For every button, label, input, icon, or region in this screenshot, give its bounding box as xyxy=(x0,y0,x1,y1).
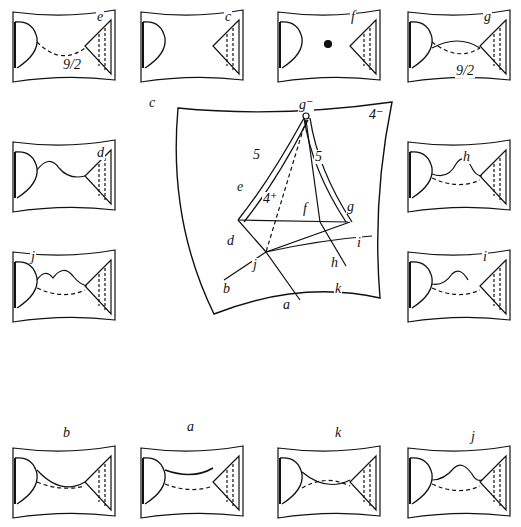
stratum-label: i xyxy=(356,236,362,250)
stratum-label: 9/2 xyxy=(62,58,82,72)
stratum-label: 4⁻ xyxy=(368,108,384,122)
stratum-label: b xyxy=(222,282,231,296)
stratum-label: 5 xyxy=(252,148,261,162)
stratum-label: e xyxy=(96,10,104,24)
stratum-label: k xyxy=(334,282,342,296)
stratum-label: j xyxy=(470,430,476,444)
stratum-label: d xyxy=(226,234,235,248)
stratum-label: g xyxy=(346,200,355,214)
stratum-label: f xyxy=(302,202,308,216)
stratum-label: e xyxy=(236,180,244,194)
stratum-label: 5 xyxy=(314,150,323,164)
stratum-label: f xyxy=(350,10,356,24)
stratum-label: a xyxy=(282,298,291,312)
stratum-label: j xyxy=(30,250,36,264)
stratum-label: c xyxy=(148,96,156,110)
stratum-label: k xyxy=(334,426,342,440)
stratum-label: a xyxy=(186,420,195,434)
stratum-label: 9/2 xyxy=(455,64,475,78)
stratum-label: h xyxy=(462,150,471,164)
stratum-label: 4⁺ xyxy=(262,192,278,206)
stratum-label: b xyxy=(62,426,71,440)
stratum-label: i xyxy=(482,250,488,264)
stratum-label: h xyxy=(330,256,339,270)
stratum-label: j xyxy=(252,258,258,272)
stratum-label: g⁻ xyxy=(298,98,314,112)
stratum-label: g xyxy=(483,10,492,24)
stratum-label: c xyxy=(224,10,232,24)
stratum-label: d xyxy=(96,146,105,160)
